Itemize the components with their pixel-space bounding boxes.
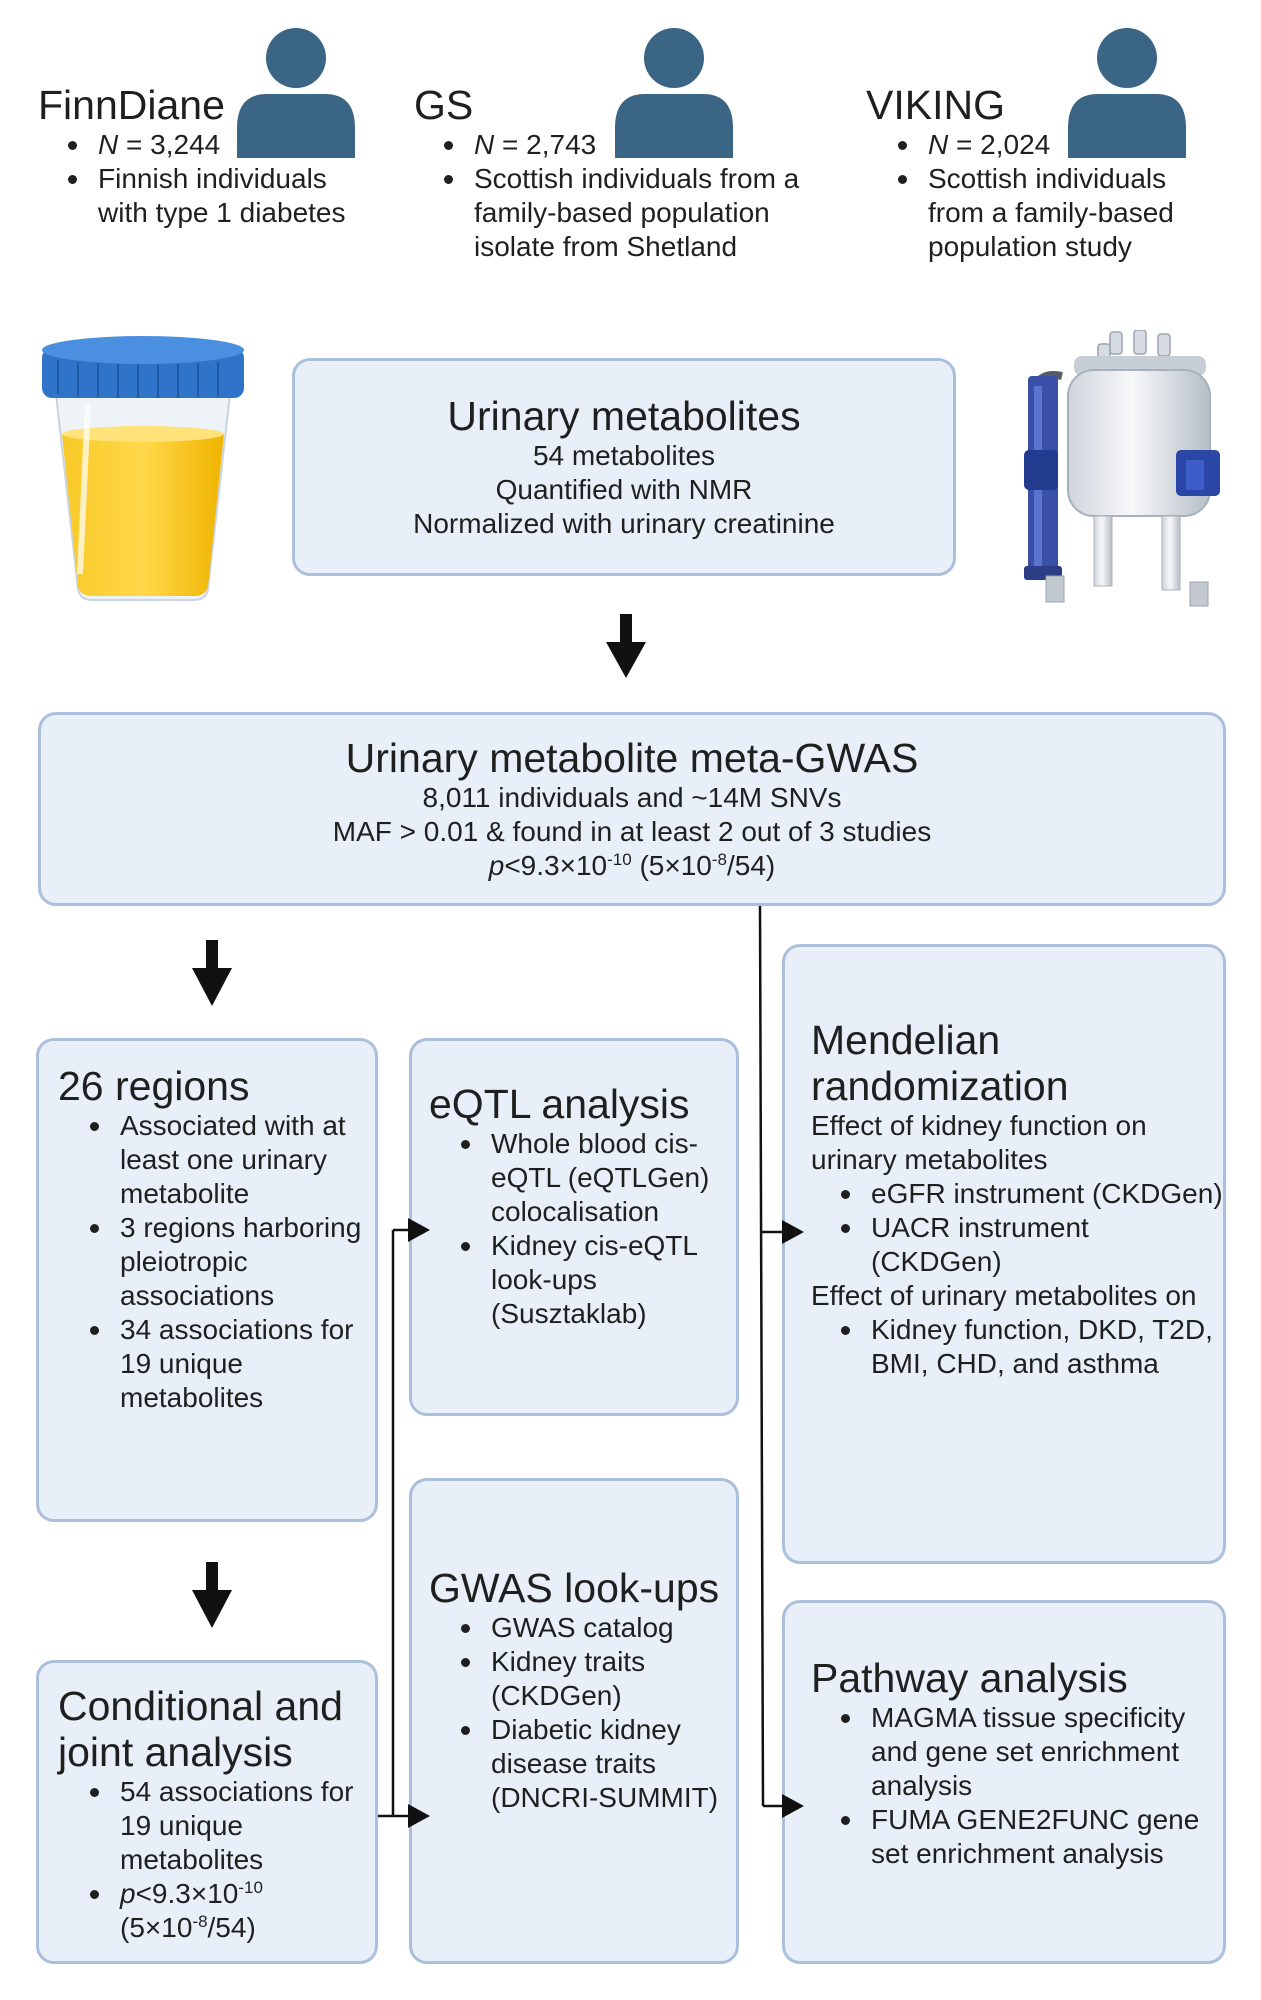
arrow-down-icon [192,940,232,1006]
list-item: UACR instrument (CKDGen) [841,1211,1223,1279]
list-item: Diabetic kidney disease traits (DNCRI-SU… [461,1713,736,1815]
p-value-threshold: p<9.3×10-10(5×10-8/54) [90,1877,375,1945]
cohort-name: GS [414,82,474,128]
box-title: Urinary metabolite meta-GWAS [345,735,919,781]
cohort-name: VIKING [866,82,1005,128]
cohort-gs: GS N = 2,743 Scottish individuals from a… [414,82,854,264]
box-line: Quantified with NMR [495,474,753,505]
mr-subtitle: Effect of urinary metabolites on [811,1280,1197,1311]
pathway-analysis-box: Pathway analysis MAGMA tissue specificit… [782,1600,1226,1964]
box-line: MAF > 0.01 & found in at least 2 out of … [332,816,932,847]
list-item: Whole blood cis-eQTL (eQTLGen) colocalis… [461,1127,736,1229]
conditional-joint-analysis-box: Conditional and joint analysis 54 associ… [36,1660,378,1964]
cohort-description: Finnish individuals with type 1 diabetes [68,162,368,230]
list-item: MAGMA tissue specificity and gene set en… [841,1701,1223,1803]
person-icon [615,28,733,158]
person-icon [1068,28,1186,158]
nmr-spectrometer-icon [1024,330,1220,607]
urinary-metabolites-box: Urinary metabolites 54 metabolites Quant… [292,358,956,576]
arrow-down-icon [192,1562,232,1628]
eqtl-analysis-box: eQTL analysis Whole blood cis-eQTL (eQTL… [409,1038,739,1416]
box-title: Mendelian randomization [811,1017,1069,1109]
arrow-right-icon [378,1218,430,1828]
cohort-n: N = 2,743 [444,128,854,162]
cohort-name: FinnDiane [38,82,225,128]
box-title: GWAS look-ups [429,1565,720,1611]
list-item: FUMA GENE2FUNC gene set enrichment analy… [841,1803,1223,1871]
box-title: Urinary metabolites [447,393,801,439]
mr-subtitle: Effect of kidney function on urinary met… [811,1110,1147,1175]
list-item: eGFR instrument (CKDGen) [841,1178,1223,1209]
list-item: Kidney traits (CKDGen) [461,1645,736,1713]
box-line: Normalized with urinary creatinine [413,508,835,539]
p-value-threshold: p<9.3×10-10 (5×10-8/54) [488,850,776,881]
gwas-lookups-box: GWAS look-ups GWAS catalog Kidney traits… [409,1478,739,1964]
meta-gwas-box: Urinary metabolite meta-GWAS 8,011 indiv… [38,712,1226,906]
regions-box: 26 regions Associated with at least one … [36,1038,378,1522]
box-line: 8,011 individuals and ~14M SNVs [422,782,842,813]
arrow-down-icon [606,614,646,678]
list-item: 54 associations for 19 unique metabolite… [90,1775,375,1877]
box-title: 26 regions [58,1063,250,1109]
box-title: Conditional and joint analysis [58,1683,343,1775]
person-icon [237,28,355,158]
list-item: GWAS catalog [461,1611,736,1645]
urine-sample-cup-icon [42,336,244,601]
list-item: 3 regions harboring pleiotropic associat… [90,1211,375,1313]
cohort-description: Scottish individuals from a family-based… [444,162,854,264]
list-item: 34 associations for 19 unique metabolite… [90,1313,375,1415]
cohort-finndiane: FinnDiane N = 3,244 Finnish individuals … [38,82,368,230]
list-item: Kidney function, DKD, T2D, BMI, CHD, and… [841,1313,1223,1381]
mendelian-randomization-box: Mendelian randomization Effect of kidney… [782,944,1226,1564]
cohort-n: N = 2,024 [898,128,1226,162]
cohort-viking: VIKING N = 2,024 Scottish individuals fr… [866,82,1226,264]
list-item: Associated with at least one urinary met… [90,1109,375,1211]
box-line: 54 metabolites [532,440,716,471]
cohort-description: Scottish individuals from a family-based… [898,162,1226,264]
cohort-n: N = 3,244 [68,128,368,162]
arrow-right-icon [758,905,804,1818]
box-title: Pathway analysis [811,1655,1128,1701]
box-title: eQTL analysis [429,1081,690,1127]
list-item: Kidney cis-eQTL look-ups (Susztaklab) [461,1229,736,1331]
